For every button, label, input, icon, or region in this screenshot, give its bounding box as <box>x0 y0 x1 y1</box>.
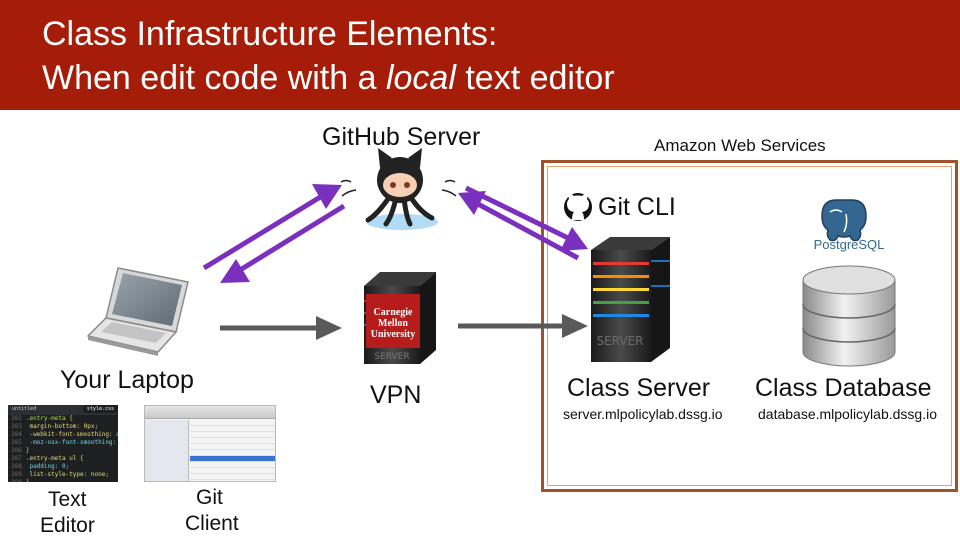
svg-text:SERVER: SERVER <box>596 334 643 348</box>
git-client-sidebar <box>145 420 189 481</box>
svg-text:SERVER: SERVER <box>374 352 409 362</box>
git-client-label-line2: Client <box>185 512 239 535</box>
editor-code-line: 387.entry-meta ul { <box>11 455 84 462</box>
editor-code-line: 390} <box>8 479 118 482</box>
title-emphasis: local <box>385 59 456 97</box>
class-database-label: Class Database <box>755 374 932 402</box>
github-octocat-icon <box>340 148 457 230</box>
text-editor-label-line1: Text <box>48 488 87 511</box>
github-mark-icon <box>564 193 592 221</box>
editor-tab-untitled: untitled <box>12 406 37 412</box>
editor-code-line: 383 margin-bottom: 0px; <box>11 423 99 430</box>
editor-tabs: untitled style.css <box>8 405 118 415</box>
editor-code-line: 388 padding: 0; <box>11 463 70 470</box>
text-editor-screenshot: untitled style.css 382.entry-meta {383 m… <box>8 405 118 482</box>
git-commit-row <box>190 456 275 462</box>
vpn-server-icon: Carnegie Mellon University SERVER <box>364 272 436 364</box>
git-commit-row <box>190 468 275 474</box>
title-line-1: Class Infrastructure Elements: <box>42 15 498 53</box>
git-client-toolbar <box>145 406 275 419</box>
laptop-to-vpn-arrow <box>220 316 342 340</box>
git-client-screenshot <box>144 405 276 482</box>
server-to-github-arrow <box>458 191 580 261</box>
title-line-2: When edit code with a local text editor <box>42 59 615 97</box>
postgresql-elephant-icon: PostgreSQL <box>814 199 885 252</box>
vpn-to-server-arrow <box>458 314 588 338</box>
laptop-to-github-arrow <box>202 184 342 271</box>
github-to-laptop-arrow <box>220 203 346 283</box>
git-commit-row <box>190 462 275 468</box>
class-server-hostname: server.mlpolicylab.dssg.io <box>563 406 723 422</box>
class-server-label: Class Server <box>567 374 711 402</box>
editor-code: 382.entry-meta {383 margin-bottom: 0px;3… <box>8 415 118 482</box>
git-commit-row <box>190 432 275 438</box>
git-commit-row <box>190 450 275 456</box>
editor-code-line: 389 list-style-type: none; <box>11 471 109 478</box>
editor-code-line: 384 -webkit-font-smoothing: ant <box>11 431 118 438</box>
git-client-label-line1: Git <box>196 486 223 509</box>
title-bar: Class Infrastructure Elements: When edit… <box>0 0 960 110</box>
git-commit-row <box>190 444 275 450</box>
aws-label: Amazon Web Services <box>654 136 826 155</box>
editor-code-line: 385 -moz-osx-font-smoothing: gr <box>11 439 118 446</box>
laptop-icon <box>86 267 189 356</box>
class-database-hostname: database.mlpolicylab.dssg.io <box>758 406 937 422</box>
cmu-badge <box>366 294 420 348</box>
your-laptop-label: Your Laptop <box>60 366 194 394</box>
git-commit-row <box>190 420 275 426</box>
editor-code-line: 382.entry-meta { <box>11 415 73 422</box>
svg-text:Mellon: Mellon <box>378 318 408 329</box>
git-commit-row <box>190 438 275 444</box>
text-editor-label-line2: Editor <box>40 514 95 537</box>
github-to-server-arrow <box>464 185 588 251</box>
git-cli-label: Git CLI <box>598 193 676 221</box>
git-client-commit-list <box>190 420 275 481</box>
svg-text:University: University <box>371 329 415 340</box>
database-cylinder-icon <box>802 265 896 367</box>
svg-text:PostgreSQL: PostgreSQL <box>814 237 885 252</box>
editor-code-line: 386} <box>11 447 30 454</box>
editor-tab-style-css: style.css <box>82 405 118 413</box>
vpn-label: VPN <box>370 381 422 409</box>
svg-text:Carnegie: Carnegie <box>374 307 413 318</box>
git-commit-row <box>190 426 275 432</box>
git-commit-row <box>190 474 275 480</box>
github-server-label: GitHub Server <box>322 123 481 151</box>
class-server-icon: SERVER <box>591 237 670 362</box>
